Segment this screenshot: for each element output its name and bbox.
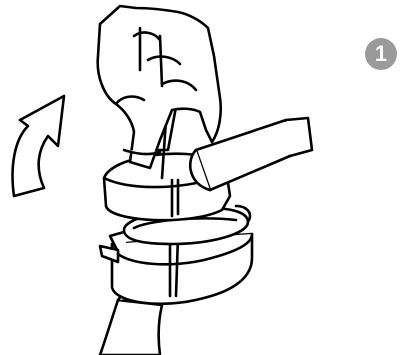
rotate-arrow-icon <box>13 96 64 196</box>
hand-illustration <box>98 6 221 168</box>
step-number-badge: 1 <box>365 38 397 70</box>
